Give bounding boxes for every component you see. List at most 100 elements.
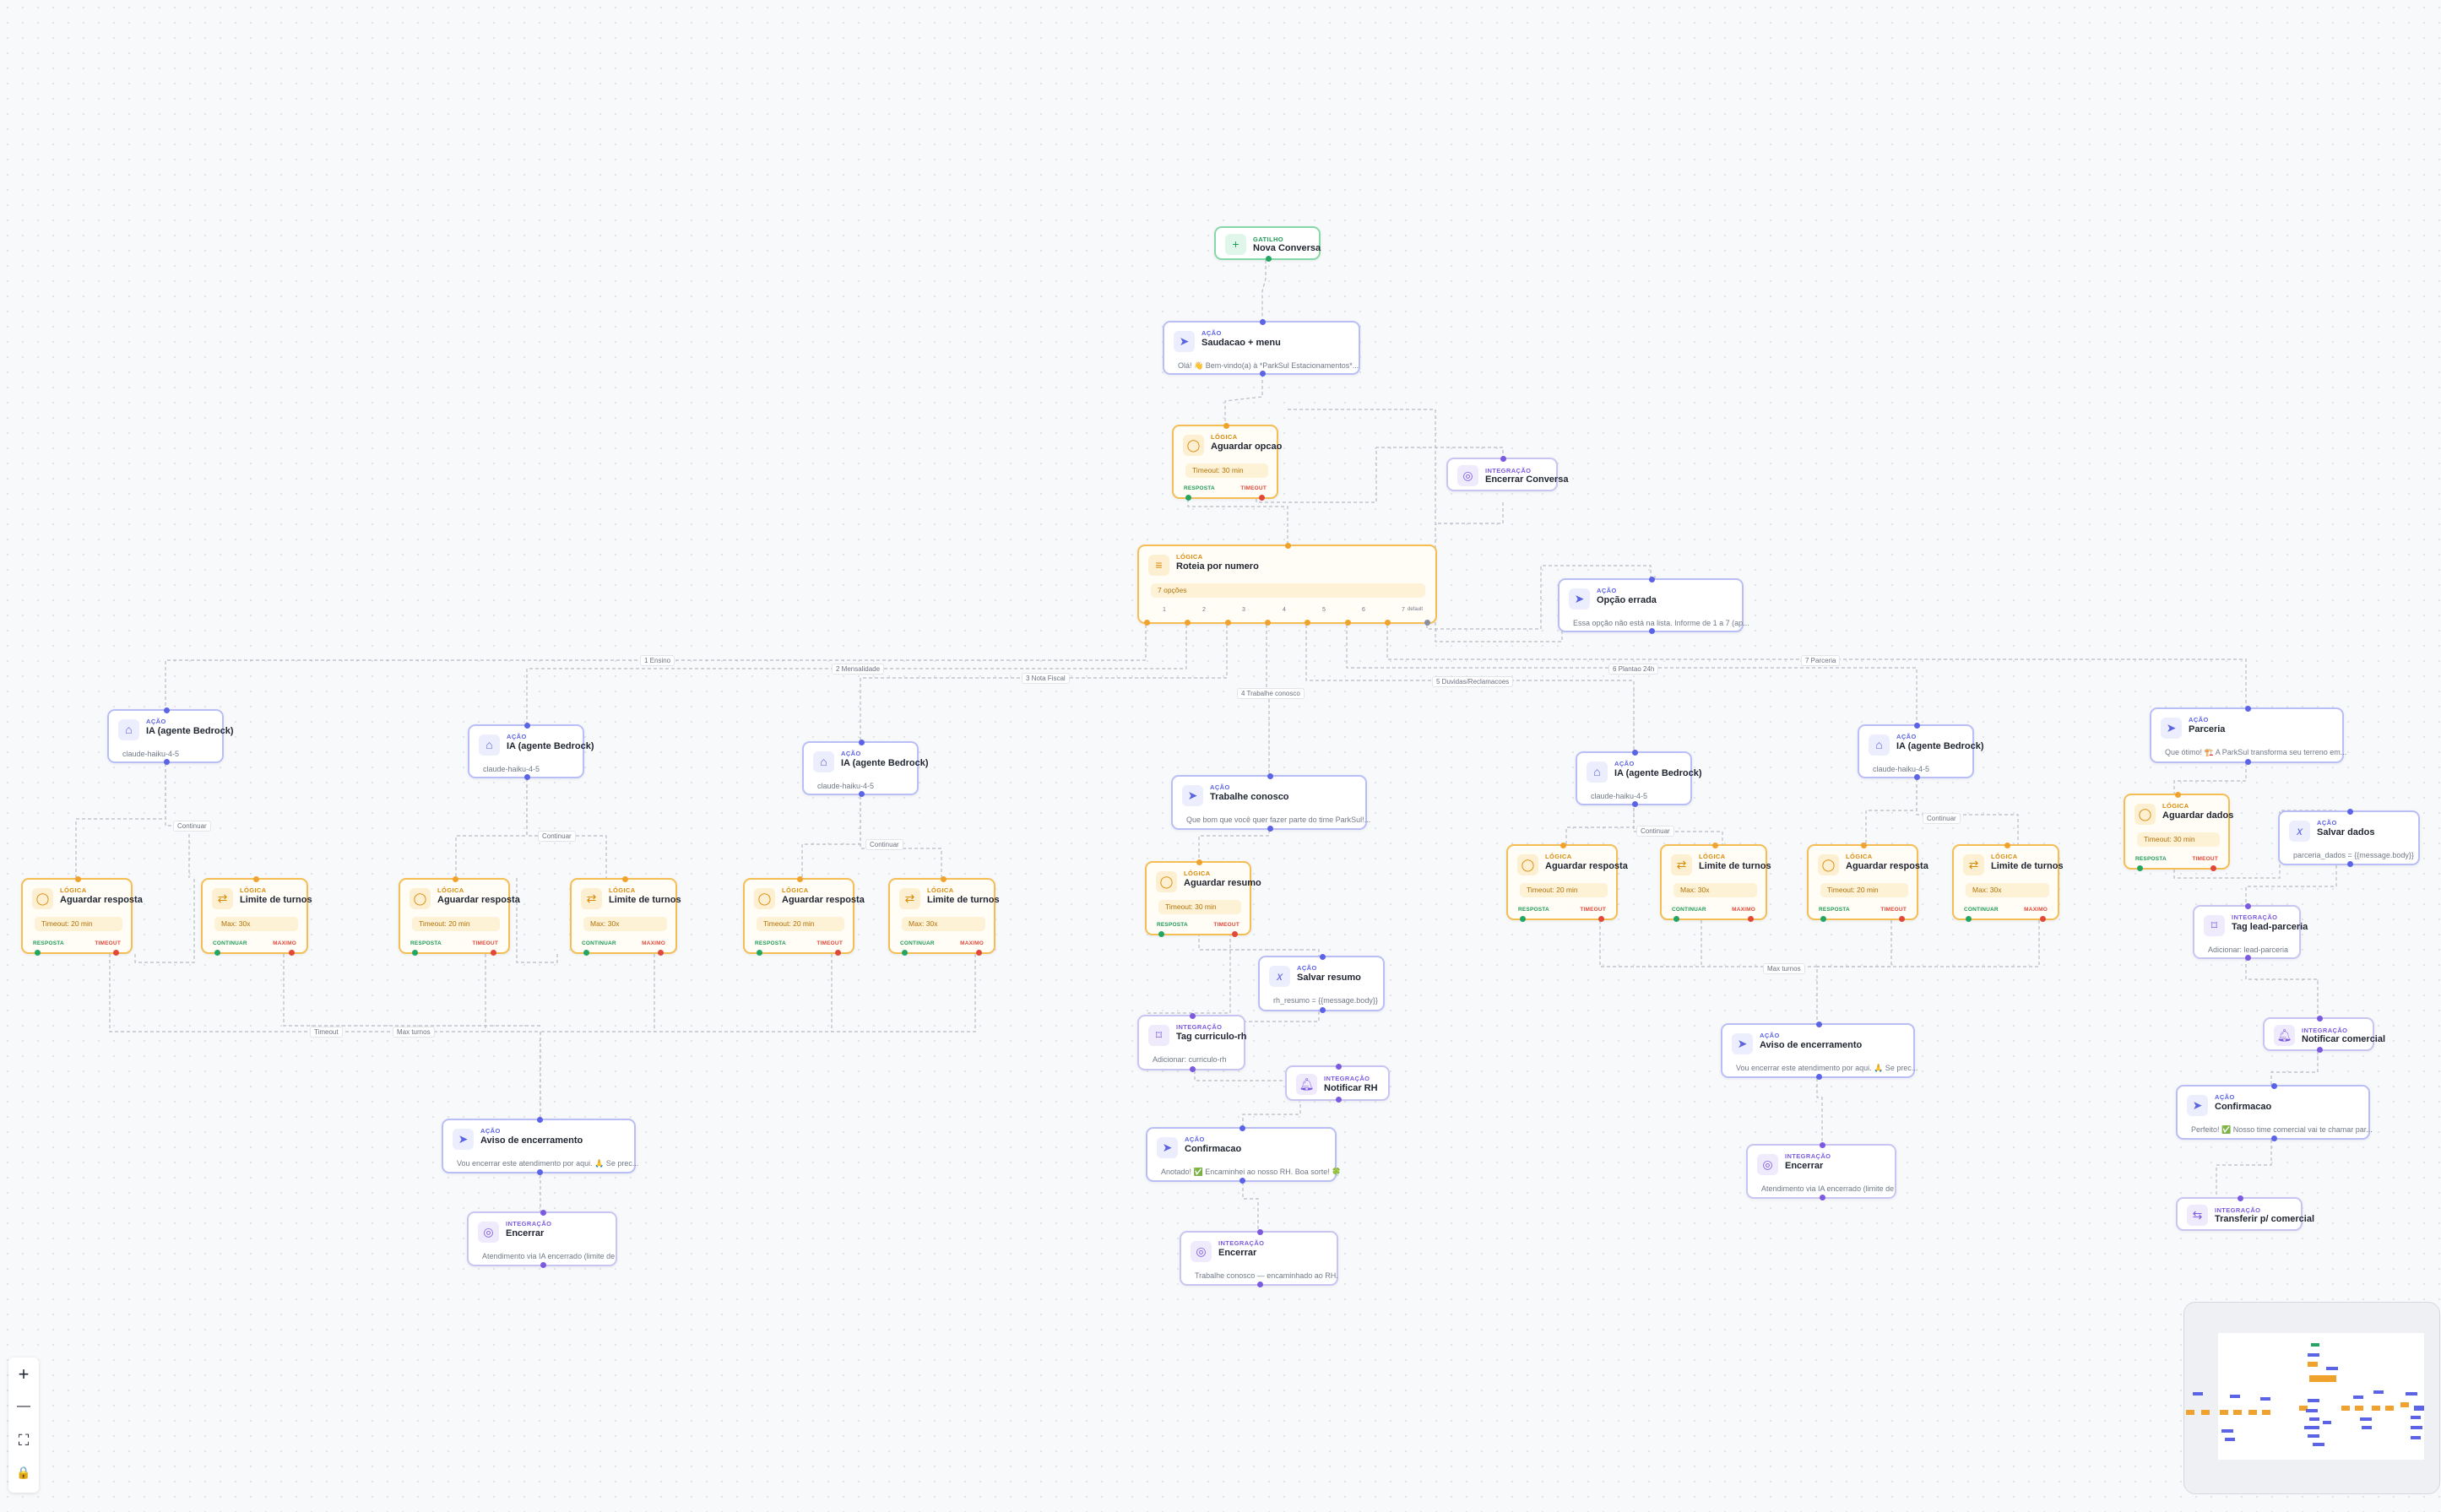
node-tag-lead-parceria[interactable]: ⌑ INTEGRAÇÃO Tag lead-parceria Adicionar… bbox=[2193, 903, 2308, 961]
output-port[interactable] bbox=[524, 774, 530, 780]
output-port[interactable] bbox=[1267, 826, 1273, 832]
node-ia-agente-bedrock[interactable]: ⌂ AÇÃO IA (agente Bedrock) claude-haiku-… bbox=[468, 723, 594, 780]
input-port[interactable] bbox=[1196, 859, 1202, 865]
node-opcao-errada[interactable]: ➤ AÇÃO Opção errada Essa opção não está … bbox=[1558, 577, 1749, 634]
node-limite-de-turnos[interactable]: ⇄ LÓGICA Limite de turnos Max: 30x CONTI… bbox=[888, 876, 1000, 956]
output-port[interactable] bbox=[1320, 1007, 1326, 1013]
minimap-viewport[interactable] bbox=[2218, 1333, 2424, 1460]
output-port-resposta[interactable] bbox=[1820, 916, 1826, 922]
node-aguardar-dados[interactable]: ◯ LÓGICA Aguardar dados Timeout: 30 min … bbox=[2124, 792, 2233, 871]
input-port[interactable] bbox=[2271, 1083, 2277, 1089]
output-port-resposta[interactable] bbox=[1158, 931, 1164, 937]
route-port-2[interactable] bbox=[1185, 620, 1191, 626]
node-roteia-por-numero[interactable]: ≡ LÓGICA Roteia por numero 7 opções 1 2 … bbox=[1137, 543, 1437, 626]
input-port[interactable] bbox=[164, 707, 170, 713]
input-port[interactable] bbox=[453, 876, 458, 882]
output-port[interactable] bbox=[1336, 1097, 1342, 1103]
output-port-resposta[interactable] bbox=[412, 950, 418, 956]
output-port[interactable] bbox=[1190, 1066, 1196, 1072]
node-ia-agente-bedrock[interactable]: ⌂ AÇÃO IA (agente Bedrock) claude-haiku-… bbox=[107, 707, 234, 765]
input-port[interactable] bbox=[1320, 954, 1326, 960]
input-port[interactable] bbox=[540, 1210, 546, 1216]
output-port[interactable] bbox=[1266, 256, 1272, 262]
output-port[interactable] bbox=[1257, 1282, 1263, 1287]
node-encerrar[interactable]: ◎ INTEGRAÇÃO Encerrar Trabalhe conosco —… bbox=[1180, 1229, 1338, 1287]
node-ia-agente-bedrock[interactable]: ⌂ AÇÃO IA (agente Bedrock) claude-haiku-… bbox=[1576, 750, 1702, 807]
output-port-resposta[interactable] bbox=[35, 950, 41, 956]
zoom-out-button[interactable]: — bbox=[17, 1399, 30, 1413]
input-port[interactable] bbox=[2245, 903, 2251, 909]
output-port-timeout[interactable] bbox=[1259, 495, 1265, 501]
node-limite-de-turnos[interactable]: ⇄ LÓGICA Limite de turnos Max: 30x CONTI… bbox=[201, 876, 312, 956]
input-port[interactable] bbox=[1820, 1142, 1825, 1148]
output-port[interactable] bbox=[1239, 1178, 1245, 1184]
output-port-timeout[interactable] bbox=[491, 950, 496, 956]
node-trabalhe-conosco[interactable]: ➤ AÇÃO Trabalhe conosco Que bom que você… bbox=[1171, 773, 1370, 832]
node-confirmacao[interactable]: ➤ AÇÃO Confirmacao Perfeito! ✅ Nosso tim… bbox=[2176, 1083, 2373, 1141]
output-port-continuar[interactable] bbox=[583, 950, 589, 956]
output-port[interactable] bbox=[1820, 1195, 1825, 1200]
route-port-5[interactable] bbox=[1305, 620, 1310, 626]
node-confirmacao[interactable]: ➤ AÇÃO Confirmacao Anotado! ✅ Encaminhei… bbox=[1146, 1125, 1342, 1184]
output-port-continuar[interactable] bbox=[1673, 916, 1679, 922]
output-port-maximo[interactable] bbox=[289, 950, 295, 956]
zoom-in-button[interactable]: + bbox=[18, 1363, 30, 1385]
node-notificar-comercial[interactable]: 🔔︎ INTEGRAÇÃO Notificar comercial bbox=[2263, 1016, 2385, 1053]
node-aviso-de-encerramento[interactable]: ➤ AÇÃO Aviso de encerramento Vou encerra… bbox=[1721, 1022, 1918, 1080]
node-aguardar-resposta[interactable]: ◯ LÓGICA Aguardar resposta Timeout: 20 m… bbox=[399, 876, 520, 956]
node-saudacao-menu[interactable]: ➤ AÇÃO Saudacao + menu Olá! 👋 Bem-vindo(… bbox=[1163, 319, 1360, 377]
output-port[interactable] bbox=[2347, 861, 2353, 867]
node-encerrar[interactable]: ◎ INTEGRAÇÃO Encerrar Atendimento via IA… bbox=[1746, 1142, 1896, 1200]
route-port-default[interactable] bbox=[1424, 620, 1430, 626]
output-port[interactable] bbox=[859, 791, 865, 797]
node-aguardar-resposta[interactable]: ◯ LÓGICA Aguardar resposta Timeout: 20 m… bbox=[1807, 843, 1928, 922]
output-port-resposta[interactable] bbox=[2137, 865, 2143, 871]
node-salvar-dados[interactable]: 𝑥 AÇÃO Salvar dados parceria_dados = {{m… bbox=[2278, 809, 2420, 867]
input-port[interactable] bbox=[2238, 1195, 2243, 1201]
input-port[interactable] bbox=[622, 876, 628, 882]
output-port[interactable] bbox=[2317, 1047, 2323, 1053]
node-notificar-rh[interactable]: 🔔︎ INTEGRAÇÃO Notificar RH bbox=[1285, 1064, 1390, 1103]
route-port-6[interactable] bbox=[1345, 620, 1351, 626]
node-limite-de-turnos[interactable]: ⇄ LÓGICA Limite de turnos Max: 30x CONTI… bbox=[570, 876, 681, 956]
input-port[interactable] bbox=[1632, 750, 1638, 756]
input-port[interactable] bbox=[859, 740, 865, 745]
input-port[interactable] bbox=[1649, 577, 1655, 583]
output-port-timeout[interactable] bbox=[2210, 865, 2216, 871]
output-port-continuar[interactable] bbox=[902, 950, 908, 956]
node-trigger-nova-conversa[interactable]: + GATILHO Nova Conversa bbox=[1214, 226, 1321, 262]
output-port-continuar[interactable] bbox=[214, 950, 220, 956]
node-aguardar-opcao[interactable]: ◯ LÓGICA Aguardar opcao Timeout: 30 min … bbox=[1172, 423, 1282, 501]
output-port[interactable] bbox=[540, 1262, 546, 1268]
fit-view-button[interactable]: ⛶ bbox=[18, 1432, 30, 1449]
input-port[interactable] bbox=[1861, 843, 1867, 848]
lock-button[interactable]: 🔒 bbox=[16, 1466, 31, 1479]
input-port[interactable] bbox=[2347, 809, 2353, 815]
output-port[interactable] bbox=[2271, 1135, 2277, 1141]
input-port[interactable] bbox=[1712, 843, 1718, 848]
input-port[interactable] bbox=[1239, 1125, 1245, 1131]
node-salvar-resumo[interactable]: 𝑥 AÇÃO Salvar resumo rh_resumo = {{messa… bbox=[1258, 954, 1385, 1013]
output-port-timeout[interactable] bbox=[113, 950, 119, 956]
node-aguardar-resposta[interactable]: ◯ LÓGICA Aguardar resposta Timeout: 20 m… bbox=[21, 876, 143, 956]
node-tag-curriculo-rh[interactable]: ⌑ INTEGRAÇÃO Tag curriculo-rh Adicionar:… bbox=[1137, 1013, 1247, 1072]
output-port[interactable] bbox=[2245, 759, 2251, 765]
route-port-7[interactable] bbox=[1385, 620, 1391, 626]
output-port-timeout[interactable] bbox=[1598, 916, 1604, 922]
output-port[interactable] bbox=[1649, 628, 1655, 634]
input-port[interactable] bbox=[1500, 456, 1506, 462]
input-port[interactable] bbox=[1260, 319, 1266, 325]
input-port[interactable] bbox=[2175, 792, 2181, 798]
input-port[interactable] bbox=[537, 1117, 543, 1123]
output-port-continuar[interactable] bbox=[1966, 916, 1972, 922]
node-ia-agente-bedrock[interactable]: ⌂ AÇÃO IA (agente Bedrock) claude-haiku-… bbox=[802, 740, 929, 797]
output-port[interactable] bbox=[2245, 955, 2251, 961]
output-port[interactable] bbox=[537, 1169, 543, 1175]
minimap[interactable] bbox=[2183, 1302, 2440, 1494]
output-port-timeout[interactable] bbox=[1899, 916, 1905, 922]
input-port[interactable] bbox=[1190, 1013, 1196, 1019]
node-encerrar-conversa[interactable]: ◎ INTEGRAÇÃO Encerrar Conversa bbox=[1446, 456, 1568, 491]
node-transferir-comercial[interactable]: ⇆ INTEGRAÇÃO Transferir p/ comercial bbox=[2176, 1195, 2314, 1231]
input-port[interactable] bbox=[2245, 706, 2251, 712]
